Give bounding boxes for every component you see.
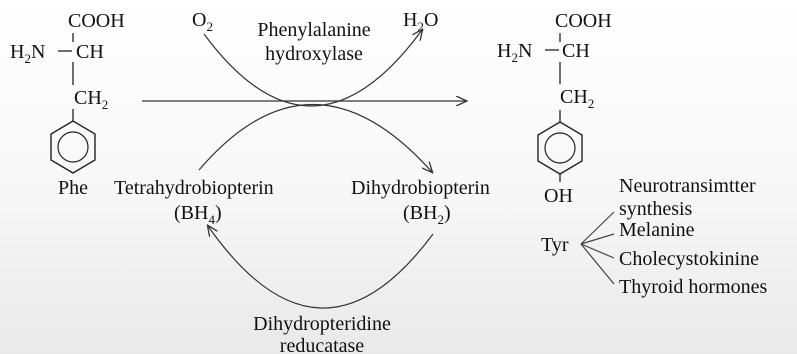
bh4-formula: (BH4): [174, 202, 222, 227]
tyr-alpha-ch: CH: [562, 40, 590, 62]
tyr-amino-group: H2N: [497, 40, 532, 65]
bh2-to-bh4-arc: [208, 226, 434, 309]
product-cholecystokinine: Cholecystokinine: [619, 248, 759, 270]
tyr-cooh: COOH: [555, 10, 612, 32]
dihydropteridine-reductase-line2: reducatase: [280, 335, 365, 354]
tyr-ch2: CH2: [560, 86, 594, 111]
product-thyroid-hormones: Thyroid hormones: [619, 276, 768, 298]
tetrahydrobiopterin-label: Tetrahydrobiopterin: [114, 177, 274, 199]
phe-ring-aromatic-circle: [57, 131, 89, 163]
phenylalanine-hydroxylase-line2: hydroxylase: [265, 43, 363, 65]
tyrosine-structure: COOH H2N CH CH2 OH: [497, 10, 612, 207]
branch-line-cholecystokinine: [580, 243, 615, 259]
product-melanine: Melanine: [619, 219, 695, 241]
product-synthesis: synthesis: [619, 198, 693, 220]
tyr-ring-aromatic-circle: [544, 132, 576, 164]
top-co-reaction: O2 H2O Phenylalanine hydroxylase: [192, 9, 438, 107]
o2-to-h2o-arc: [203, 30, 422, 107]
branch-line-melanine: [580, 233, 615, 245]
product-neurotransmitter: Neurotransimtter: [619, 175, 756, 197]
phe-label: Phe: [58, 177, 88, 199]
o2-label: O2: [192, 9, 213, 34]
bh4-to-bh2-arc: [198, 103, 432, 172]
phe-ch2: CH2: [74, 87, 108, 112]
phenylalanine-hydroxylase-line1: Phenylalanine: [257, 19, 370, 41]
tyr-hydroxyl: OH: [544, 185, 573, 207]
bh2-formula: (BH2): [403, 202, 451, 227]
h2o-label: H2O: [403, 9, 438, 34]
branch-line-neurotransmitter: [580, 211, 615, 245]
dihydrobiopterin-label: Dihydrobiopterin: [351, 177, 490, 199]
phe-cooh: COOH: [68, 10, 125, 32]
phe-alpha-ch: CH: [76, 41, 104, 63]
phenylalanine-structure: COOH H2N CH CH2 Phe: [10, 10, 125, 199]
tyr-label: Tyr: [541, 234, 569, 256]
phe-amino-group: H2N: [10, 41, 45, 66]
phe-benzene-ring: [50, 120, 96, 174]
dihydropteridine-reductase-line1: Dihydropteridine: [253, 313, 391, 335]
tyr-products: Tyr Neurotransimtter synthesis Melanine …: [541, 175, 768, 298]
branch-line-thyroid-hormones: [580, 243, 615, 285]
cofactor-cycle: Tetrahydrobiopterin (BH4) Dihydrobiopter…: [114, 103, 490, 354]
